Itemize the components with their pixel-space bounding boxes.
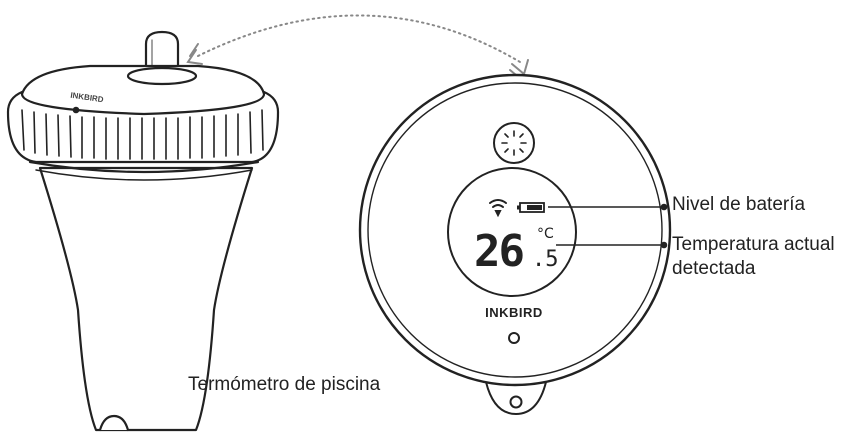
callout-lines bbox=[548, 203, 668, 249]
battery-icon bbox=[517, 202, 545, 213]
temperature-decimal: .5 bbox=[532, 247, 559, 272]
temperature-unit: °C bbox=[537, 226, 554, 242]
device-brand: INKBIRD bbox=[485, 305, 543, 320]
arrowhead-right bbox=[511, 59, 529, 76]
battery-level-label: Nivel de batería bbox=[672, 194, 806, 215]
arrowhead-left bbox=[186, 49, 203, 65]
lcd-window bbox=[447, 167, 577, 297]
wifi-signal-icon bbox=[489, 199, 507, 218]
display-unit bbox=[358, 73, 672, 416]
float-collar-ribs bbox=[21, 109, 264, 160]
temperature-label-line2: detectada bbox=[672, 258, 756, 279]
temperature-digits: 26 bbox=[474, 226, 523, 277]
wireless-link-arrow bbox=[186, 14, 529, 81]
float-probe bbox=[38, 166, 254, 432]
pool-float-thermometer bbox=[6, 30, 280, 432]
sun-light-sensor-icon bbox=[493, 122, 535, 164]
power-button bbox=[508, 332, 520, 344]
temperature-label-line1: Temperatura actual bbox=[672, 234, 835, 255]
float-cap bbox=[20, 64, 266, 116]
pool-thermometer-label: Termómetro de piscina bbox=[188, 374, 381, 395]
